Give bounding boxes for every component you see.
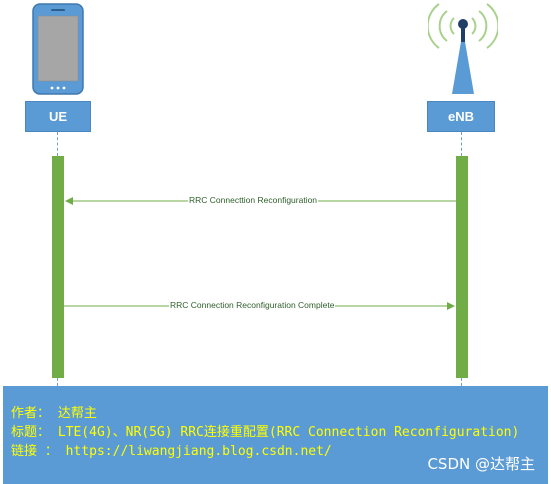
info-banner: 作者： 达帮主 标题： LTE(4G)、NR(5G) RRC连接重配置(RRC …: [3, 386, 548, 484]
antenna-icon: [428, 3, 498, 94]
ue-dash-top: [57, 132, 58, 156]
ue-lifeline: [52, 156, 64, 378]
link-line: 链接 ： https://liwangjiang.blog.csdn.net/: [11, 444, 332, 459]
enb-dash-bottom: [461, 378, 462, 386]
author-line: 作者： 达帮主: [11, 406, 97, 421]
enb-dash-top: [461, 132, 462, 156]
phone-icon: [32, 3, 84, 95]
title-line: 标题： LTE(4G)、NR(5G) RRC连接重配置(RRC Connecti…: [11, 425, 520, 440]
ue-label: UE: [48, 109, 68, 124]
enb-label: eNB: [447, 109, 474, 124]
msg-complete-label: RRC Connection Reconfiguration Complete: [169, 300, 336, 310]
msg-reconfig-label: RRC Connecttion Reconfiguration: [188, 195, 319, 205]
enb-box: eNB: [427, 101, 495, 132]
csdn-watermark: CSDN @达帮主: [427, 455, 535, 473]
ue-box: UE: [25, 101, 91, 132]
message-arrows: [64, 197, 456, 310]
ue-dash-bottom: [57, 378, 58, 386]
enb-lifeline: [456, 156, 468, 378]
